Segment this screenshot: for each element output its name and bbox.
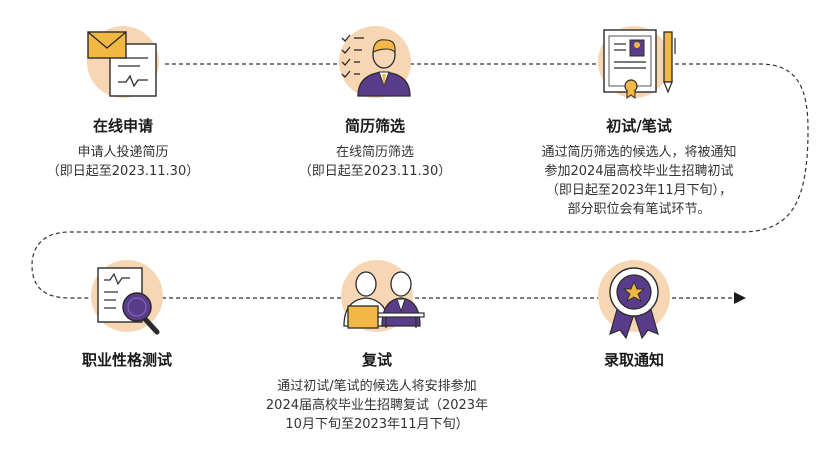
step-title: 录取通知 xyxy=(603,351,664,369)
step-description: 通过简历筛选的候选人，将被通知 参加2024届高校毕业生招聘初试 （即日起至20… xyxy=(504,143,774,219)
step-desc-line: 2024届高校毕业生招聘复试（2023年 xyxy=(265,398,489,413)
step-title: 初试/笔试 xyxy=(606,117,672,135)
step-screen: 简历筛选 在线简历筛选 （即日起至2023.11.30） xyxy=(275,117,475,181)
step-desc-line: （即日起至2023.11.30） xyxy=(298,164,452,179)
step-desc-line: 在线简历筛选 xyxy=(335,145,414,160)
step-description: 通过初试/笔试的候选人将安排参加 2024届高校毕业生招聘复试（2023年 10… xyxy=(227,377,527,434)
step-desc-line: 部分职位会有笔试环节。 xyxy=(567,202,711,217)
step-desc-line: （即日起至2023.11.30） xyxy=(46,164,200,179)
step-title: 职业性格测试 xyxy=(81,351,172,369)
flow-connector-line xyxy=(31,63,809,299)
step-title: 在线申请 xyxy=(92,117,153,135)
step-written: 初试/笔试 通过简历筛选的候选人，将被通知 参加2024届高校毕业生招聘初试 （… xyxy=(504,117,774,219)
step-description: 在线简历筛选 （即日起至2023.11.30） xyxy=(275,143,475,181)
step-apply: 在线申请 申请人投递简历 （即日起至2023.11.30） xyxy=(23,117,223,181)
step-title: 简历筛选 xyxy=(344,117,405,135)
flow-arrow-head xyxy=(734,292,746,304)
step-desc-line: 申请人投递简历 xyxy=(77,145,169,160)
certificate-pen-icon xyxy=(598,26,676,99)
step-desc-line: 通过初试/笔试的候选人将安排参加 xyxy=(277,379,477,394)
step-title: 复试 xyxy=(361,351,392,369)
interview-icon xyxy=(341,260,425,332)
step-offer: 录取通知 xyxy=(534,351,734,369)
step-desc-line: 10月下旬至2023年11月下旬） xyxy=(285,417,469,432)
step-desc-line: 参加2024届高校毕业生招聘初试 xyxy=(544,164,734,179)
step-desc-line: （即日起至2023年11月下旬）， xyxy=(545,183,733,198)
step-personality: 职业性格测试 xyxy=(27,351,227,369)
award-badge-icon xyxy=(598,260,670,340)
checklist-person-icon xyxy=(339,26,411,98)
step-desc-line: 通过简历筛选的候选人，将被通知 xyxy=(541,145,737,160)
document-magnifier-icon xyxy=(91,260,163,335)
step-description: 申请人投递简历 （即日起至2023.11.30） xyxy=(23,143,223,181)
step-reinterview: 复试 通过初试/笔试的候选人将安排参加 2024届高校毕业生招聘复试（2023年… xyxy=(227,351,527,434)
envelope-resume-icon xyxy=(87,26,159,98)
